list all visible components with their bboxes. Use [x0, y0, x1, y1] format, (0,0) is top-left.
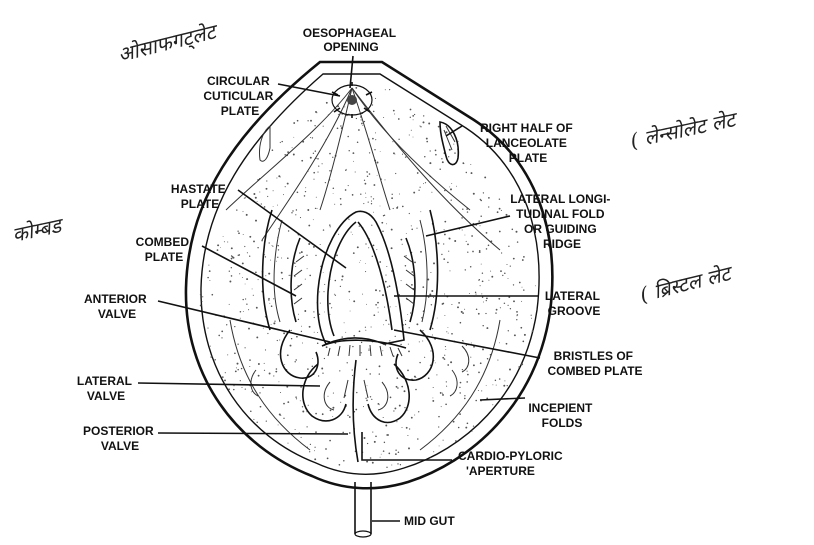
- label-lateral-longitudinal-fold: LATERAL LONGI- TUDINAL FOLD OR GUIDING R…: [510, 192, 614, 251]
- handwritten-note-top-left: ओसाफगट्लेट: [115, 19, 222, 68]
- label-anterior-valve: ANTERIOR VALVE: [84, 292, 150, 321]
- labels: OESOPHAGEAL OPENING CIRCULAR CUTICULAR P…: [77, 26, 643, 528]
- handwritten-note-left-mid: कोम्बड: [10, 212, 67, 247]
- label-posterior-valve: POSTERIOR VALVE: [83, 424, 157, 453]
- label-incipient-folds: INCEPIENT FOLDS: [528, 401, 595, 430]
- label-bristles-combed-plate: BRISTLES OF COMBED PLATE: [547, 349, 642, 378]
- posterior-valve: [344, 360, 368, 462]
- combed-plates: [291, 238, 415, 322]
- handwritten-note-right-mid: ( ब्रिस्टल लेट: [637, 260, 736, 307]
- label-lateral-groove: LATERAL GROOVE: [545, 289, 603, 318]
- label-hastate-plate: HASTATE PLATE: [171, 182, 229, 211]
- lateral-valves: [303, 364, 409, 422]
- mid-gut: [355, 482, 371, 537]
- label-mid-gut: MID GUT: [404, 514, 455, 528]
- handwritten-note-right-top: ( लेन्सोलेट लेट: [628, 106, 741, 152]
- label-cardio-pyloric-aperture: CARDIO-PYLORIC 'APERTURE: [458, 449, 566, 478]
- label-combed-plate: COMBED PLATE: [136, 235, 193, 264]
- label-right-half-lanceolate-plate: RIGHT HALF OF LANCEOLATE PLATE: [480, 121, 576, 165]
- wall-striations: [226, 88, 500, 450]
- label-lateral-valve: LATERAL VALVE: [77, 374, 135, 403]
- label-oesophageal-opening: OESOPHAGEAL OPENING: [303, 26, 399, 54]
- lanceolate-plate-left: [259, 126, 270, 161]
- circular-cuticular-plate: [332, 82, 372, 118]
- lanceolate-plate-right: [440, 122, 458, 165]
- hastate-plate: [317, 211, 404, 344]
